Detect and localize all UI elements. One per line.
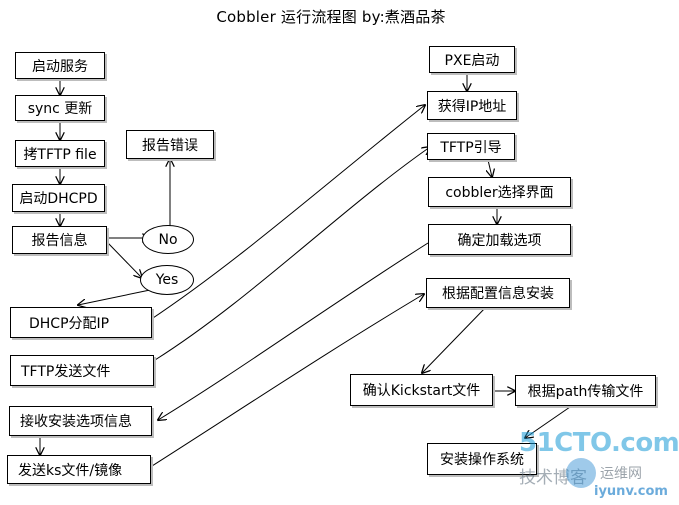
- cobbler-menu-box: cobbler选择界面: [428, 177, 571, 207]
- arrow-report-to-yes: [106, 241, 142, 278]
- pxe-boot-box: PXE启动: [429, 46, 515, 73]
- receive-install-option-box: 接收安装选项信息: [9, 406, 152, 436]
- confirm-kickstart-box: 确认Kickstart文件: [350, 374, 493, 406]
- sync-update-box: sync 更新: [15, 95, 105, 121]
- report-info-box: 报告信息: [12, 226, 107, 254]
- watermark-logo-icon: [566, 458, 596, 488]
- tagline-watermark: 技术博客: [519, 468, 587, 488]
- arrow-install-to-kickstart: [422, 305, 488, 373]
- no-decision-bubble: No: [142, 225, 194, 254]
- arrow-tftp-send-to-tftp-boot: [154, 147, 430, 361]
- start-dhcpd-box: 启动DHCPD: [12, 184, 105, 212]
- install-os-box: 安装操作系统: [427, 443, 537, 475]
- start-service-box: 启动服务: [15, 52, 105, 79]
- get-ip-box: 获得IP地址: [427, 91, 517, 120]
- url-watermark: iyunv.com: [594, 484, 668, 499]
- dhcp-assign-ip-box: DHCP分配IP: [10, 307, 152, 338]
- yes-decision-bubble: Yes: [140, 265, 194, 295]
- select-load-option-box: 确定加载选项: [428, 224, 571, 255]
- arrow-tftp-to-menu: [488, 159, 492, 177]
- arrow-yes-to-dhcp: [78, 289, 151, 305]
- brand-watermark: 运维网: [600, 466, 642, 482]
- install-by-config-box: 根据配置信息安装: [426, 278, 570, 308]
- tftp-send-file-box: TFTP发送文件: [10, 355, 154, 386]
- report-error-box: 报告错误: [126, 130, 214, 159]
- transfer-by-path-box: 根据path传输文件: [515, 375, 656, 406]
- send-ks-image-box: 发送ks文件/镜像: [7, 455, 151, 484]
- copy-tftp-file-box: 拷TFTP file: [15, 140, 105, 167]
- diagram-title: Cobbler 运行流程图 by:煮酒品茶: [216, 8, 446, 26]
- site-watermark: 51CTO.com: [519, 428, 679, 458]
- tftp-boot-box: TFTP引导: [427, 133, 515, 160]
